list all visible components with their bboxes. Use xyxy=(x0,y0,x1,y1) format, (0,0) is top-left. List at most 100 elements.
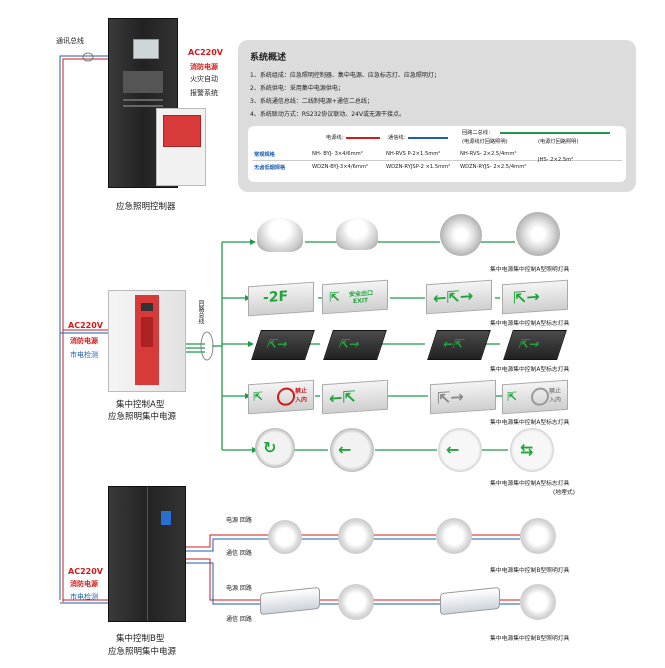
wall-sign-1: ⇱ 禁止 入内 xyxy=(248,379,314,415)
row1-loop-spec: NH-RVS- 2×2.5/4mm² xyxy=(460,151,517,157)
fire-alarm-keypad xyxy=(163,115,201,147)
comm-bus-label: 通讯总线 xyxy=(56,37,84,45)
row-a-signs1-label: 集中电源集中控制A型标志灯具 xyxy=(490,321,570,327)
row-a-ground-label: 集中电源集中控制A型标志灯具 xyxy=(490,481,570,487)
power-b-fire-power: 消防电源 xyxy=(70,580,98,588)
b-downlight-3 xyxy=(436,518,472,554)
comm-line-swatch xyxy=(408,137,448,139)
row1-comm-spec: NH-RVS P-2×1.5mm² xyxy=(386,151,441,157)
row-b-lights2-label: 集中电源集中控制B型照明灯具 xyxy=(490,636,570,642)
power-a-ac: AC220V xyxy=(68,321,103,330)
overview-item-2: 2、系统供电：采用集中电源供电； xyxy=(250,85,344,92)
ground-sign-4: ⇆ xyxy=(510,428,554,472)
wall-sign-2: ←⇱ xyxy=(322,379,388,415)
floor-sign: -2F xyxy=(248,281,314,317)
power-b-display xyxy=(161,511,171,525)
power-a-fire-power: 消防电源 xyxy=(70,337,98,345)
overview-item-4: 4、系统联动方式：RS232协议联动、24V或无源干接点。 xyxy=(250,111,405,118)
row2-label: 无卤低烟规格 xyxy=(254,165,286,171)
loop-bus-swatch xyxy=(500,132,610,134)
exit-sign-icon: ⇱ xyxy=(329,290,340,306)
row1-loop-spec-b: JHS- 2×2.5m² xyxy=(538,157,574,163)
power-b-power-loop-1: 电源 回路 xyxy=(226,517,252,524)
power-b-comm-loop-2: 通信 回路 xyxy=(226,616,252,623)
ground-sign-3: ← xyxy=(438,428,482,472)
b-downlight-5 xyxy=(338,584,374,620)
no-entry-icon-2 xyxy=(531,387,549,407)
arrow-left-icon: ←⇱→ xyxy=(433,286,474,308)
power-b-title-2: 应急照明集中电源 xyxy=(108,647,177,657)
power-b-mains-detect: 市电检测 xyxy=(70,593,98,601)
row-a-lights-label: 集中电源集中控制A型照明灯具 xyxy=(490,267,570,273)
b-downlight-1 xyxy=(268,520,302,554)
cable-spec-table: 电源线： 通信线： 回路二总线： (电源线灯回路照明) (电源灯回路照明) 常规… xyxy=(248,126,626,182)
dark-sign-4: ⇱→ xyxy=(503,330,567,360)
b-downlight-2 xyxy=(338,518,374,554)
ground-sign-2: ← xyxy=(330,428,374,472)
controller-fire-link: 火灾自动 xyxy=(190,75,218,83)
wall-sign-4: ⇱ 禁止 入内 xyxy=(502,379,568,415)
loop-bus-label: 回路二总线： xyxy=(462,130,494,136)
row-b-lights1-label: 集中电源集中控制B型照明灯具 xyxy=(490,568,570,574)
power-b-comm-loop-1: 通信 回路 xyxy=(226,550,252,557)
comm-bus-line-2 xyxy=(62,58,108,602)
loop-note-b: (电源灯回路照明) xyxy=(538,139,579,145)
bus-clamp xyxy=(82,52,94,62)
enter-text-2: 入内 xyxy=(549,396,562,405)
b-downlight-6 xyxy=(520,584,556,620)
power-a-loop-label: 回路总线 xyxy=(197,300,204,324)
exit-sign: ⇱ 安全出口 EXIT xyxy=(322,279,388,315)
controller-fire-power: 消防电源 xyxy=(190,63,218,71)
row2-loop-spec: WDZN-RYJS- 2×2.5/4mm² xyxy=(460,164,527,170)
dark-sign-3: ←⇱ xyxy=(427,330,491,360)
row-a-signs2-label: 集中电源集中控制A型标志灯具 xyxy=(490,367,570,373)
power-a-title-1: 集中控制A型 xyxy=(116,400,165,410)
power-a-title-2: 应急照明集中电源 xyxy=(108,412,177,422)
dark-sign-1: ⇱→ xyxy=(251,330,315,360)
controller-panel xyxy=(123,71,163,93)
overview-title: 系统概述 xyxy=(250,53,287,63)
overview-item-3: 3、系统通信总线：二线制电源+通信二总线； xyxy=(250,98,373,105)
overview-item-1: 1、系统组成：应急照明控制器、集中电源、应急标志灯、应急照明灯； xyxy=(250,72,440,79)
loop-cable-bundle xyxy=(200,331,214,361)
power-line-swatch xyxy=(346,137,380,139)
arrow-sign-1: ←⇱→ xyxy=(426,279,492,315)
dark-sign-2: ⇱→ xyxy=(323,330,387,360)
comm-line-label: 通信线： xyxy=(388,135,409,141)
controller-alarm-system: 报警系统 xyxy=(190,89,218,97)
ceiling-light-1 xyxy=(257,218,303,252)
row1-label: 常规规格 xyxy=(254,152,275,158)
controller-power: AC220V xyxy=(188,48,223,57)
comm-bus-line xyxy=(59,55,108,600)
row-a-signs3-label: 集中电源集中控制A型标志灯具 xyxy=(490,420,570,426)
arrow-right-icon: ⇱→ xyxy=(513,286,540,308)
fire-alarm-box xyxy=(156,108,206,186)
controller-title: 应急照明控制器 xyxy=(116,202,176,212)
power-b-power-loop-2: 电源 回路 xyxy=(226,585,252,592)
power-line-label: 电源线： xyxy=(326,135,347,141)
ceiling-light-4 xyxy=(516,212,560,256)
power-b-ac: AC220V xyxy=(68,567,103,576)
ground-sign-1: ↻ xyxy=(255,428,295,468)
controller-screen xyxy=(133,39,159,59)
row1-power-spec: NH- BYJ- 3×4/6mm² xyxy=(312,151,363,157)
no-entry-icon xyxy=(277,387,295,407)
power-b-title-1: 集中控制B型 xyxy=(116,634,165,644)
arrow-sign-2: ⇱→ xyxy=(502,279,568,315)
power-b-cabinet xyxy=(108,486,186,622)
exit-sign-en: EXIT xyxy=(353,297,369,306)
wall-sign-3: ⇱→ xyxy=(430,379,496,415)
row-a-ground-note: (地埋式) xyxy=(553,490,575,496)
power-a-mains-detect: 市电检测 xyxy=(70,351,98,359)
system-overview-panel: 系统概述 1、系统组成：应急照明控制器、集中电源、应急标志灯、应急照明灯； 2、… xyxy=(238,40,636,192)
b-downlight-4 xyxy=(520,518,556,554)
row2-comm-spec: WDZN-RYJSP-2 ×1.5mm² xyxy=(386,164,451,170)
enter-text-1: 入内 xyxy=(295,396,308,405)
ceiling-light-2 xyxy=(336,218,378,250)
power-a-panel xyxy=(135,295,159,385)
row2-power-spec: WDZN-BYJ-3×4/6mm² xyxy=(312,164,369,170)
floor-sign-text: -2F xyxy=(263,288,289,307)
loop-note-a: (电源线灯回路照明) xyxy=(462,139,508,145)
ceiling-light-3 xyxy=(440,214,482,256)
